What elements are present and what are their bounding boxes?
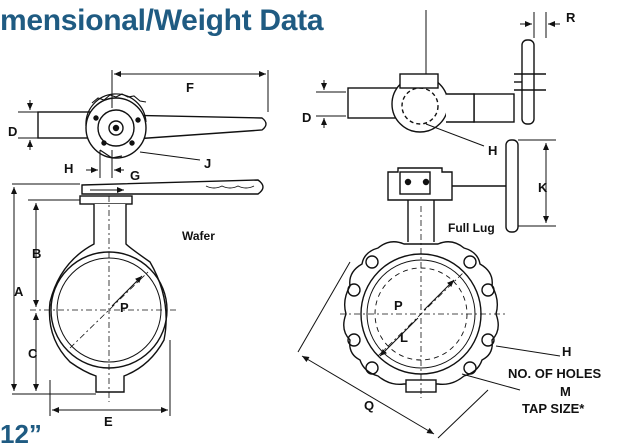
- dim-label-p-right: P: [394, 298, 403, 313]
- dim-label-p-left: P: [120, 300, 129, 315]
- dim-label-d-left: D: [8, 124, 17, 139]
- dim-label-r: R: [566, 10, 576, 25]
- dim-f: [111, 70, 269, 112]
- dim-p-right: [423, 279, 455, 311]
- dim-l: [379, 317, 419, 357]
- lug-top-view: [347, 10, 546, 133]
- dim-k: [518, 139, 556, 227]
- dim-d-left: [18, 100, 40, 150]
- wafer-label: Wafer: [182, 229, 215, 243]
- tap-note: TAP SIZE*: [522, 401, 585, 416]
- wafer-centerlines: [30, 196, 176, 402]
- dim-label-k: K: [538, 180, 548, 195]
- dim-label-h-left: H: [64, 161, 73, 176]
- dim-e: [49, 340, 171, 416]
- lug-front-view: [343, 139, 519, 393]
- leader-h-top: [425, 123, 485, 147]
- dim-label-c: C: [28, 346, 38, 361]
- dim-label-d-right: D: [302, 110, 311, 125]
- dim-label-l: L: [400, 330, 408, 345]
- dim-label-m: M: [560, 384, 571, 399]
- dim-label-f: F: [186, 80, 194, 95]
- leader-h-holes: [495, 345, 561, 357]
- dim-d-right: [316, 80, 346, 128]
- dim-label-e: E: [104, 414, 113, 429]
- dim-label-j: J: [204, 156, 211, 171]
- wafer-top-view: [37, 93, 267, 159]
- wafer-front-view: [48, 179, 264, 393]
- dim-p-left: [111, 275, 143, 307]
- dim-label-a: A: [14, 284, 24, 299]
- dim-label-h-top: H: [488, 143, 497, 158]
- dim-abc: [11, 183, 96, 395]
- dim-label-h-holes: H: [562, 344, 571, 359]
- dim-r: [520, 12, 560, 38]
- page-title: mensional/Weight Data: [0, 4, 324, 37]
- lug-label: Full Lug: [448, 221, 495, 235]
- leader-m-tap: [461, 373, 521, 391]
- dim-label-g: G: [130, 168, 140, 183]
- holes-note: NO. OF HOLES: [508, 366, 602, 381]
- dim-q: [297, 261, 489, 439]
- dim-h-left: [86, 150, 201, 178]
- size-heading: 12”: [0, 421, 42, 443]
- dim-label-q: Q: [364, 398, 374, 413]
- dim-label-b: B: [32, 246, 41, 261]
